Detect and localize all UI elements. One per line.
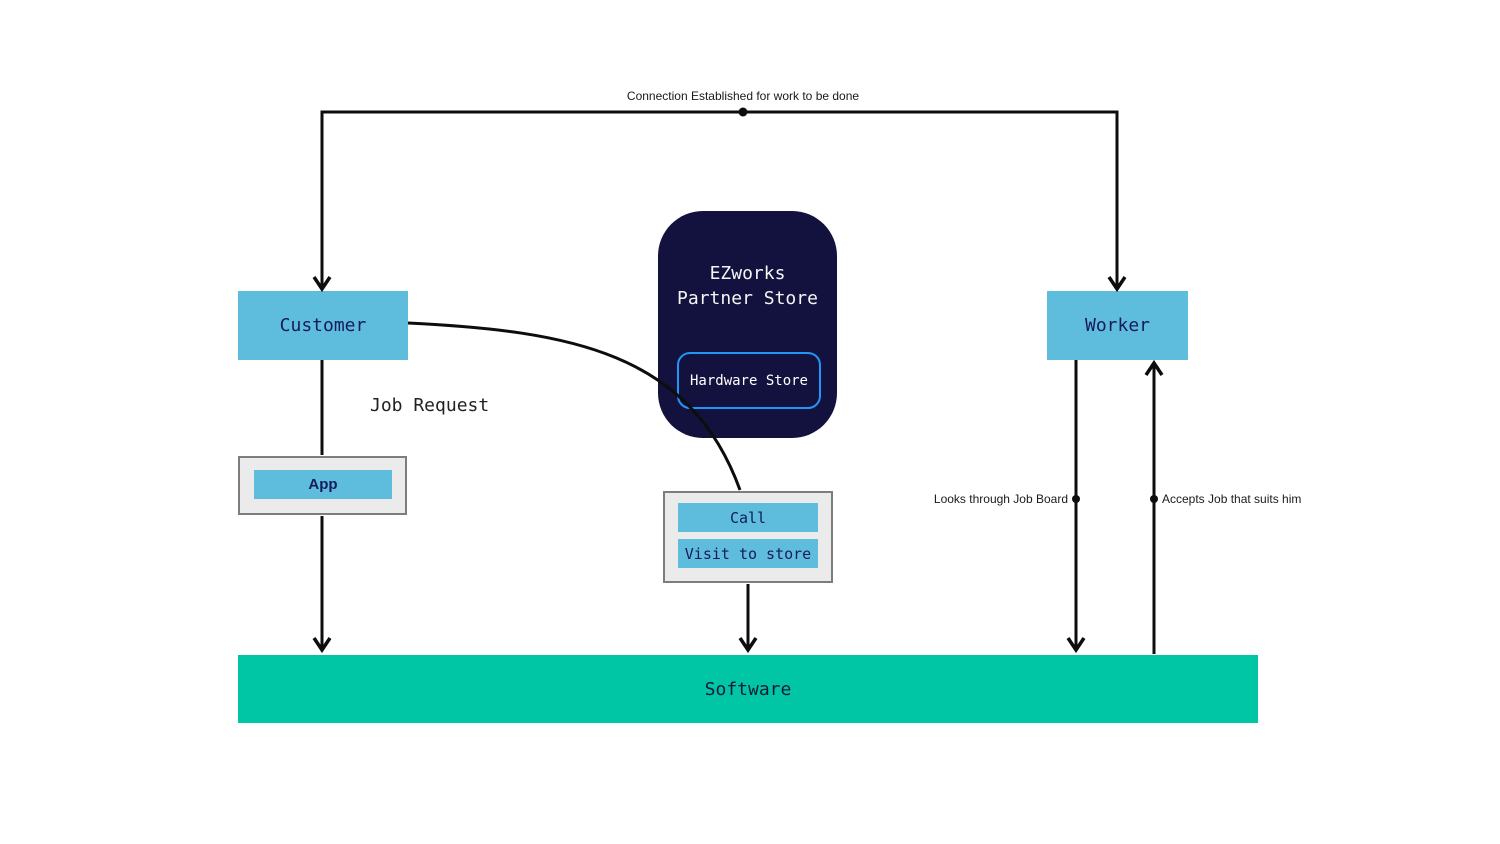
visit-store-label: Visit to store	[684, 544, 812, 563]
contact-panel[interactable]: Call Visit to store	[663, 491, 833, 583]
visit-store-button[interactable]: Visit to store	[678, 539, 818, 568]
accepts-label-dot	[1150, 495, 1158, 503]
app-button[interactable]: App	[254, 470, 392, 499]
arrowhead-down-worker-top	[1107, 276, 1127, 293]
connection-established-label: Connection Established for work to be do…	[626, 89, 860, 103]
app-to-software-arrow	[312, 516, 332, 654]
looks-label-dot	[1072, 495, 1080, 503]
contact-to-software-arrow	[738, 584, 758, 654]
software-node[interactable]: Software	[238, 655, 1258, 723]
connection-midpoint-dot	[738, 107, 748, 117]
job-request-label: Job Request	[370, 395, 490, 416]
app-label: App	[308, 476, 338, 493]
worker-label: Worker	[1084, 315, 1151, 336]
arrowhead-up-worker-bottom	[1144, 359, 1164, 376]
hardware-store-label: Hardware Store	[689, 372, 808, 389]
looks-through-job-board-label: Looks through Job Board	[933, 492, 1068, 506]
hardware-store-button[interactable]: Hardware Store	[677, 352, 821, 409]
customer-label: Customer	[279, 315, 367, 336]
worker-to-software-arrow	[1066, 360, 1086, 654]
partner-store-node[interactable]: EZworks Partner Store Hardware Store	[658, 211, 837, 438]
software-label: Software	[704, 678, 792, 700]
arrowhead-down-software-left	[312, 637, 332, 654]
arrowhead-down-customer-top	[312, 276, 332, 293]
customer-node[interactable]: Customer	[238, 291, 408, 360]
partner-store-title: EZworks Partner Store	[658, 261, 837, 311]
partner-store-title-line1: EZworks	[709, 263, 786, 284]
app-panel[interactable]: App	[238, 456, 407, 515]
arrowhead-down-software-center	[738, 637, 758, 654]
arrowhead-down-software-right	[1066, 637, 1086, 654]
software-to-worker-arrow	[1144, 359, 1164, 654]
accepts-job-label: Accepts Job that suits him	[1162, 492, 1302, 506]
call-button[interactable]: Call	[678, 503, 818, 532]
worker-node[interactable]: Worker	[1047, 291, 1188, 360]
call-label: Call	[729, 508, 767, 527]
partner-store-title-line2: Partner Store	[677, 288, 818, 309]
